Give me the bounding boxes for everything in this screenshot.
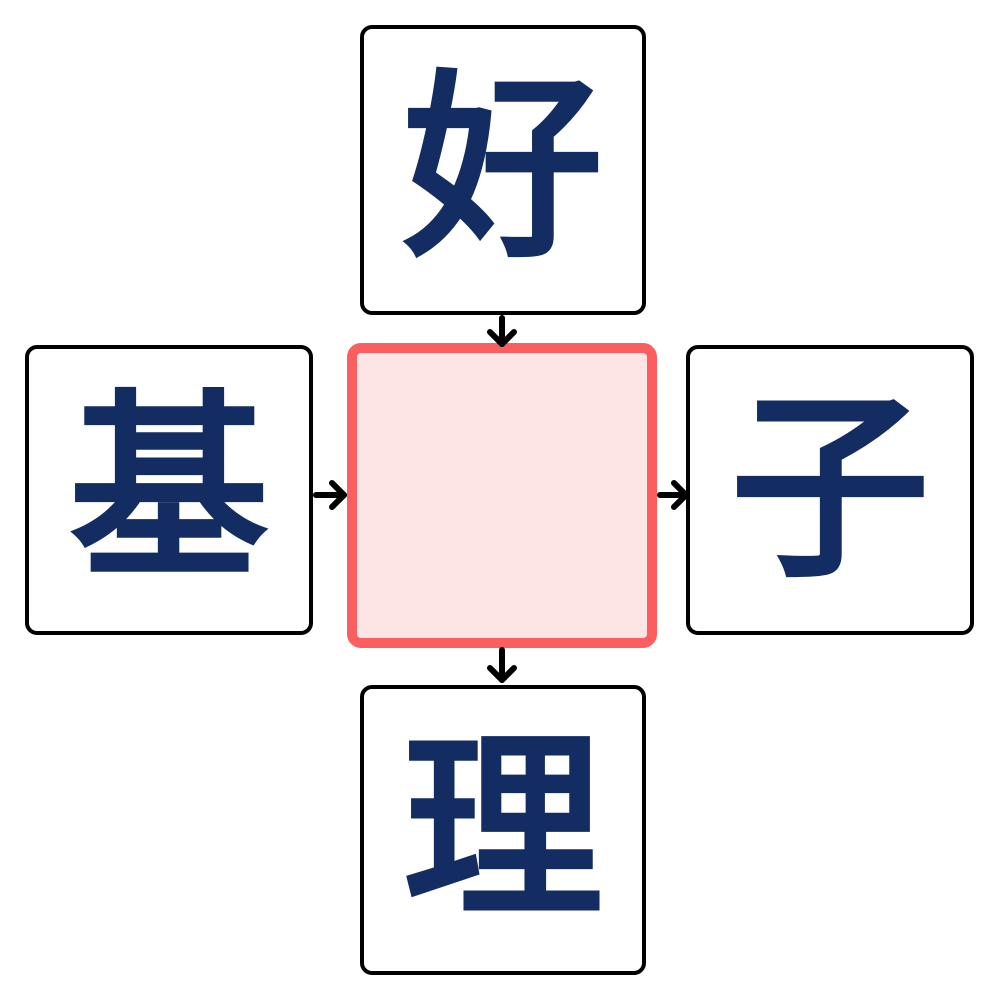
left-kanji: 基 <box>68 373 269 606</box>
bottom-kanji: 理 <box>402 713 603 946</box>
arrow-right-left-icon <box>313 480 347 510</box>
bottom-cell: 理 <box>360 685 646 975</box>
right-cell: 子 <box>686 345 974 635</box>
top-cell: 好 <box>360 25 646 315</box>
center-answer-cell[interactable] <box>347 343 657 648</box>
right-kanji: 子 <box>729 373 930 606</box>
top-kanji: 好 <box>402 53 603 286</box>
arrow-right-right-icon <box>657 480 689 510</box>
left-cell: 基 <box>25 345 313 635</box>
arrow-down-top-icon <box>487 315 517 347</box>
arrow-down-bottom-icon <box>487 647 517 683</box>
